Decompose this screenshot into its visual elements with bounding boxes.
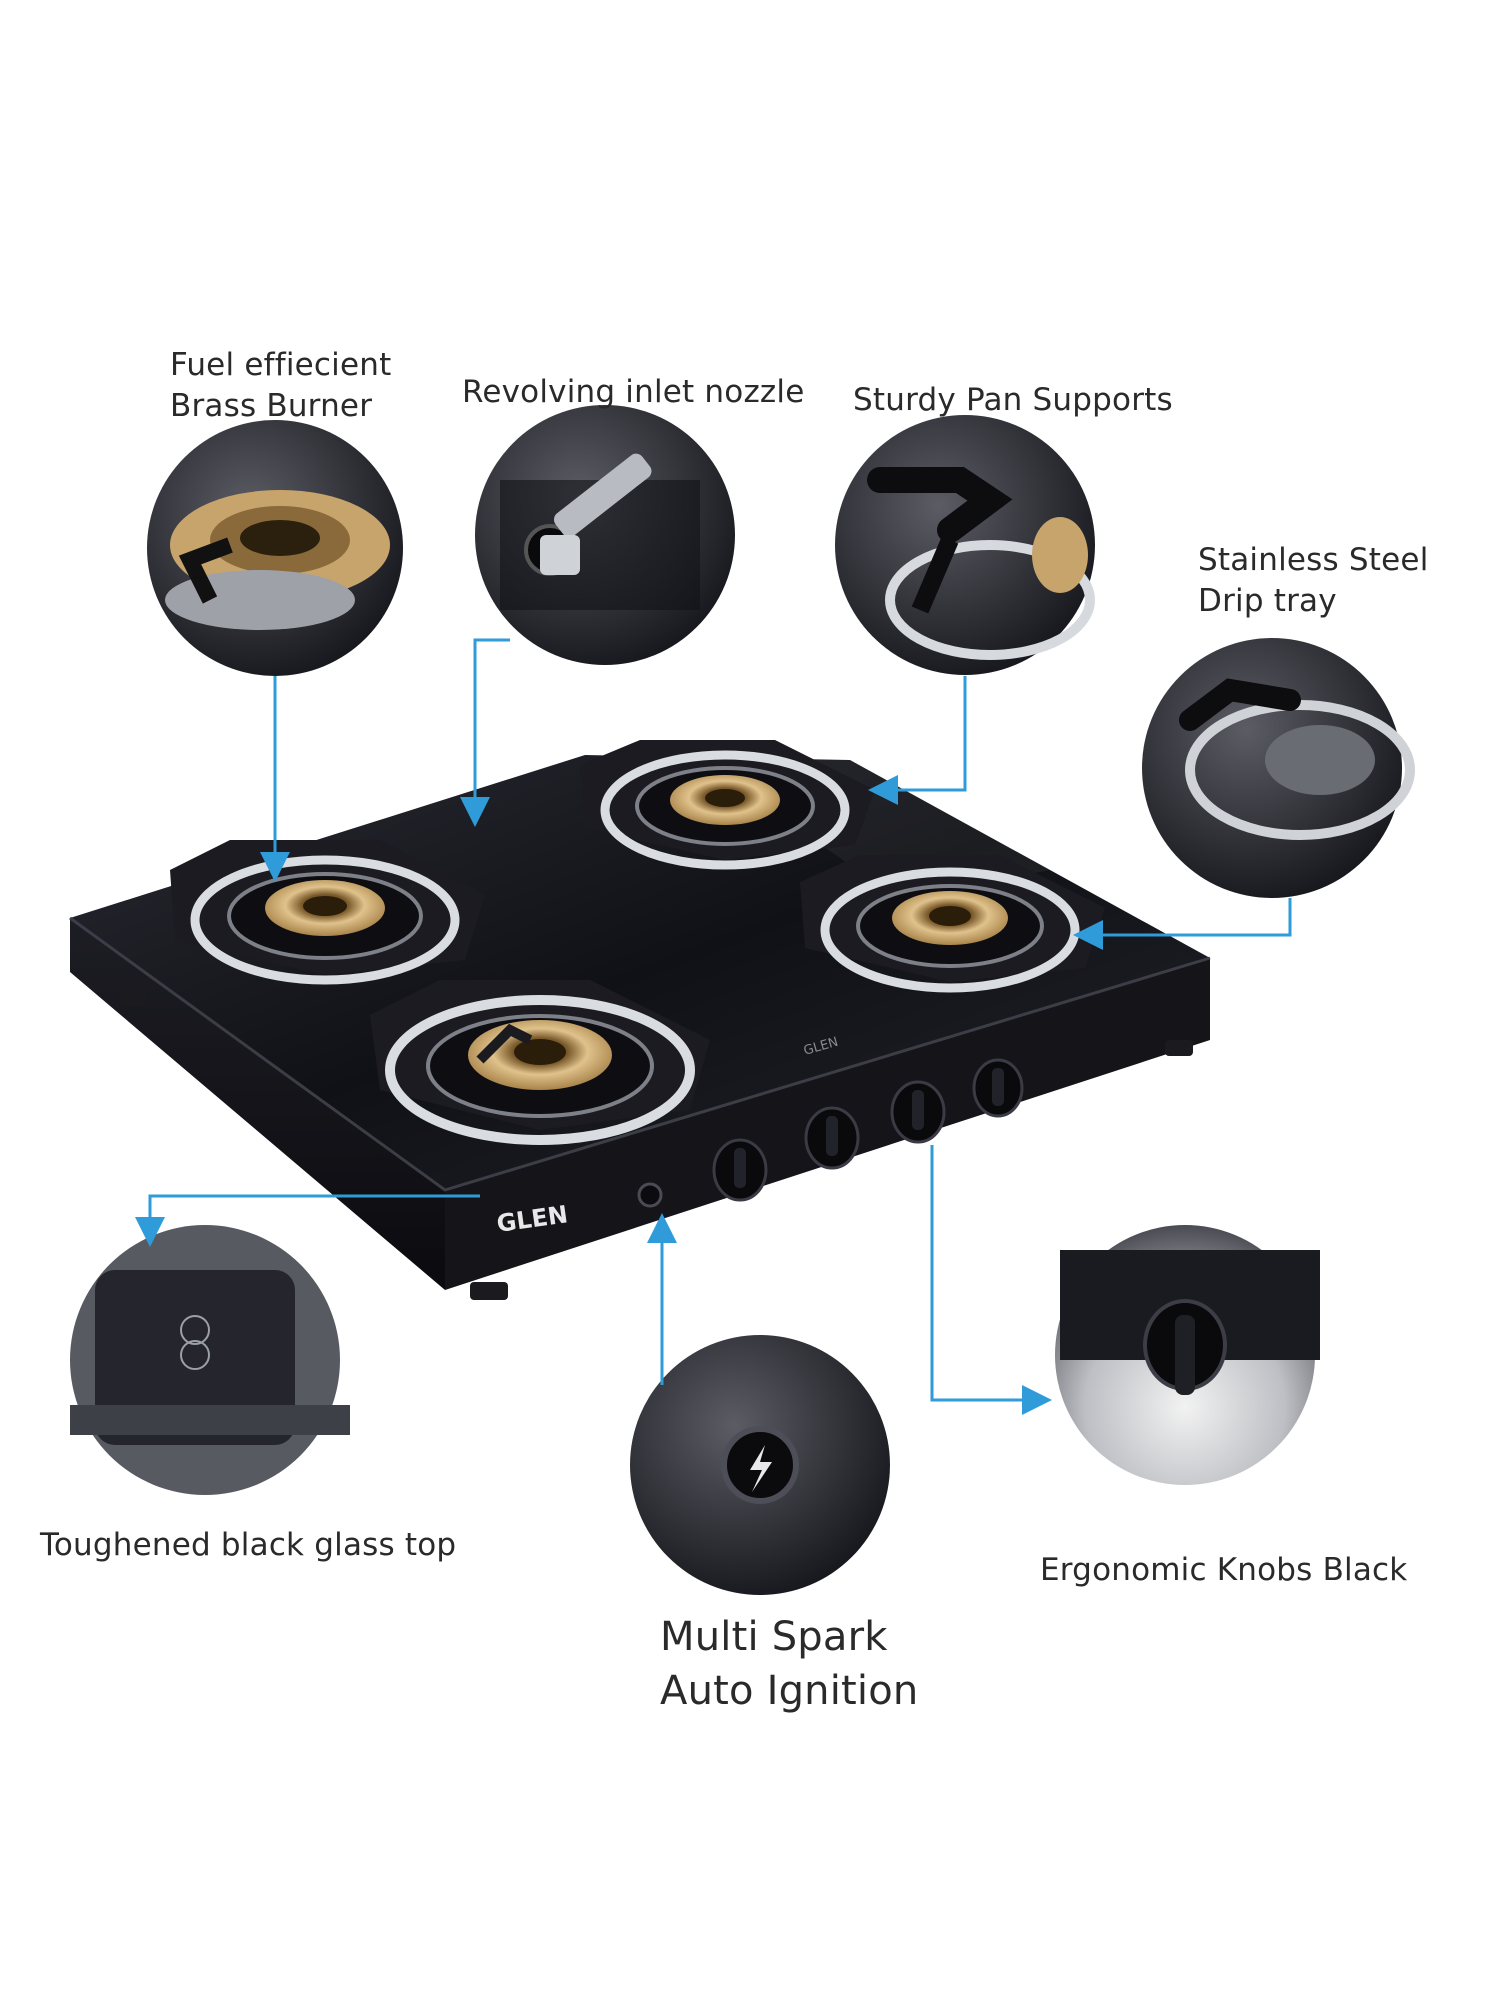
brass-burner-detail-image [147,420,403,676]
knob-detail-image [1055,1225,1320,1485]
callout-arrows [135,638,1292,1415]
arrow-pan-supports [868,676,967,805]
burner-back-left [170,840,485,985]
knob [972,1058,1024,1118]
spark-icon [750,1445,772,1492]
knob [804,1106,860,1170]
label-knobs: Ergonomic Knobs Black [1040,1552,1408,1588]
ignition-button [637,1182,663,1208]
label-pan-supports: Sturdy Pan Supports [853,382,1173,418]
knob [712,1138,768,1202]
auto-ignition-detail-image [630,1335,890,1595]
glass-top-detail-image [70,1225,350,1495]
drip-tray-detail-image [1142,638,1415,898]
arrow-knobs [930,1145,1052,1415]
arrow-drip-tray [1073,898,1292,950]
label-glass-top: Toughened black glass top [40,1527,457,1563]
arrow-glass-top [135,1194,480,1247]
burner-front-left [370,980,710,1145]
burner-back-right [580,740,875,870]
inlet-nozzle-detail-image [475,405,735,665]
gas-stove: GLEN GLEN [69,740,1211,1300]
knob [890,1080,946,1144]
arrow-inlet-nozzle [460,638,510,827]
label-inlet-nozzle: Revolving inlet nozzle [462,374,805,410]
pan-support-detail-image [835,415,1095,675]
